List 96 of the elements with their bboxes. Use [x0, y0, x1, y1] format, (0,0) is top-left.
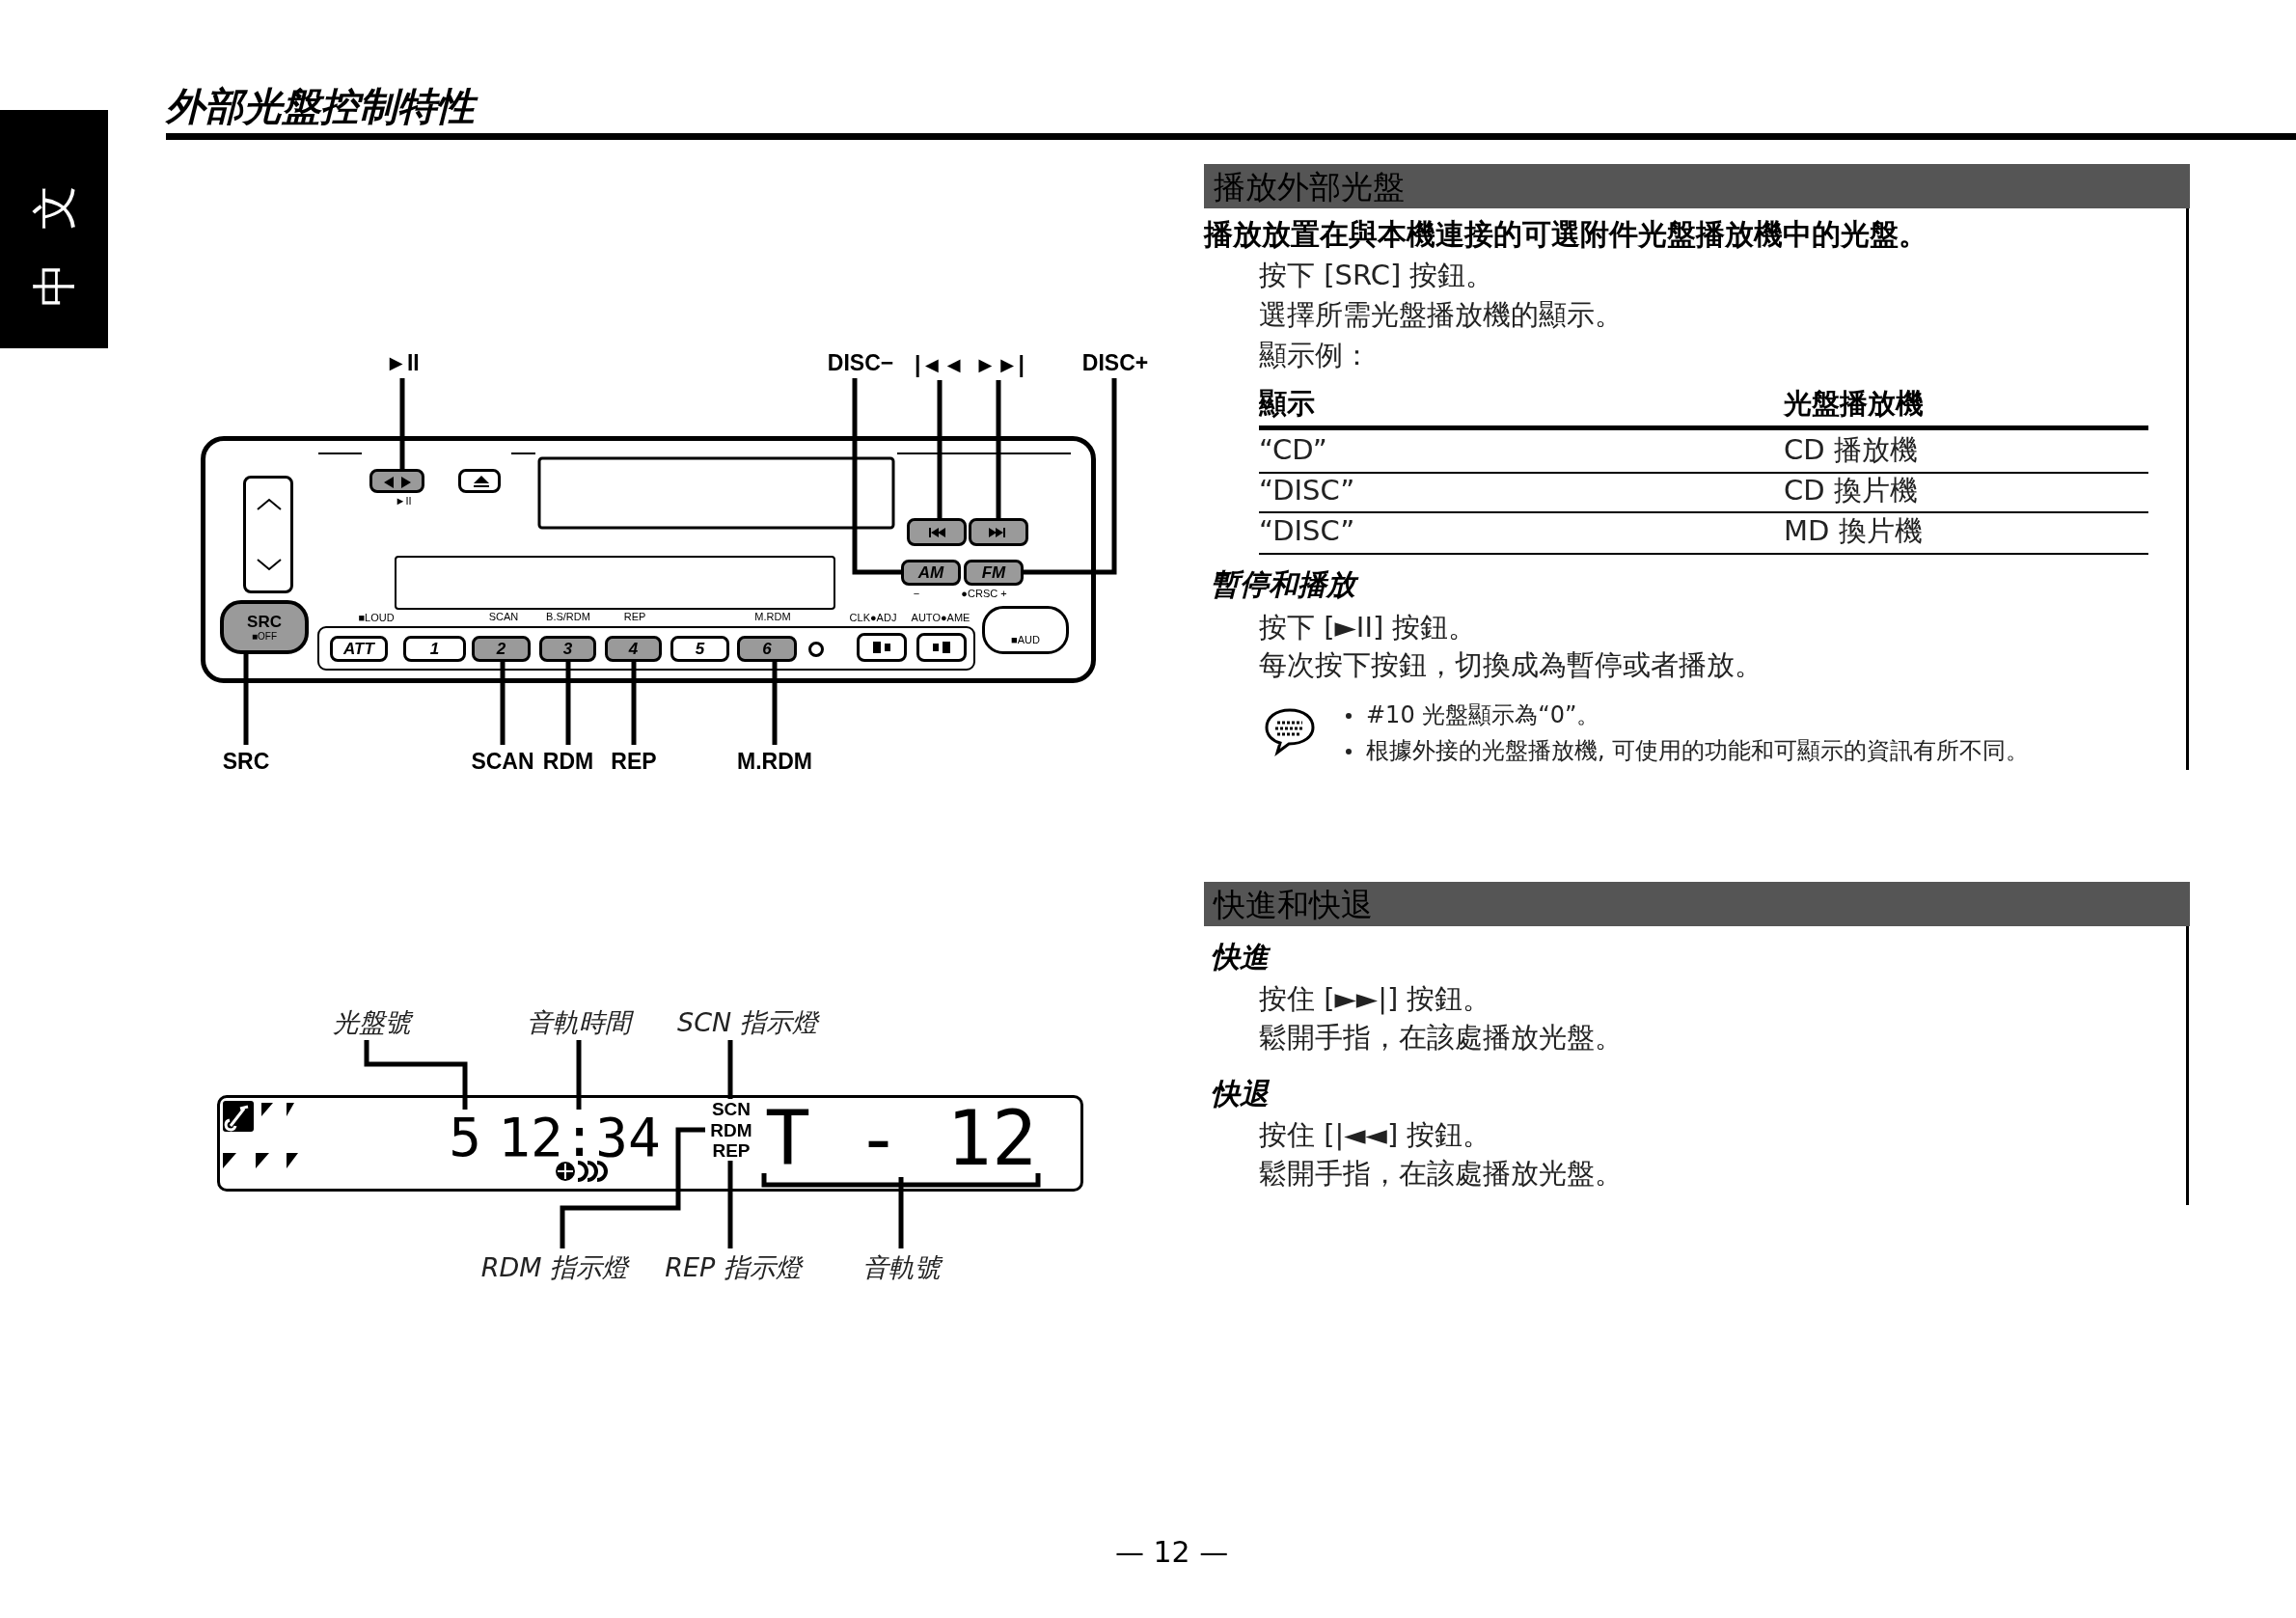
callout-label: M.RDM	[733, 745, 816, 778]
leader-line	[1024, 378, 1117, 575]
section-header: 快進和快退	[1204, 882, 2190, 926]
table-header: 光盤播放機	[1784, 389, 1924, 420]
callout-label: DISC−	[816, 347, 905, 378]
instruction-text: 鬆開手指，在該處播放光盤。	[1259, 1159, 1623, 1190]
callout-label: REP 指示燈	[656, 1248, 810, 1285]
lcd-display	[217, 1095, 1083, 1192]
callout-label: RDM	[538, 745, 598, 778]
table-cell: CD 換片機	[1784, 476, 1918, 507]
button-caption: M.RDM	[753, 612, 792, 624]
note-text: #10 光盤顯示為“0”。	[1366, 702, 1600, 728]
button-caption: −	[912, 589, 921, 601]
leader-line	[576, 1040, 582, 1110]
leader-line	[565, 662, 571, 745]
instruction-text: 按住 [|◄◄] 按鈕。	[1259, 1120, 1491, 1151]
section-header: 播放外部光盤	[1204, 164, 2190, 208]
leader-line	[852, 378, 901, 575]
button-caption: ●CRSC +	[960, 589, 1008, 601]
table-cell: “CD”	[1259, 435, 1327, 466]
callout-label: ►II	[373, 347, 431, 378]
audio-button: ■AUD	[982, 606, 1069, 654]
source-button	[220, 600, 309, 654]
table-cell: CD 播放機	[1784, 435, 1918, 466]
indicator-text: SCN	[707, 1099, 755, 1119]
subheading: 快退	[1211, 1078, 1269, 1110]
leader-line	[937, 380, 943, 518]
track-time: 12:34	[500, 1110, 659, 1166]
leader-line	[727, 1040, 733, 1099]
band-button: AM	[901, 560, 961, 586]
callout-label: 音軌時間	[518, 1003, 640, 1040]
panel-label: ■LOUD	[357, 612, 396, 624]
leader-line	[560, 1127, 705, 1248]
previous-track-button	[907, 518, 967, 546]
intro-sentence: 播放放置在與本機連接的可選附件光盤播放機中的光盤。	[1204, 218, 1927, 250]
next-track-button	[969, 518, 1028, 546]
disc-number: 5	[446, 1110, 484, 1166]
panel-label: AUTO●AME	[910, 612, 971, 624]
instruction-text: 每次按下按鈕，切換成為暫停或者播放。	[1259, 650, 1763, 681]
table-header: 顯示	[1259, 389, 1315, 420]
icon-button	[916, 633, 967, 662]
language-tab: 中文	[0, 110, 108, 348]
callout-label: REP	[605, 745, 663, 778]
preset-button: 1	[403, 636, 466, 662]
button-caption: REP	[622, 612, 647, 624]
leader-line	[772, 662, 778, 745]
table-cell: “DISC”	[1259, 516, 1355, 547]
table-cell: “DISC”	[1259, 476, 1355, 507]
preset-button: 4	[605, 636, 662, 662]
callout-label: DISC+	[1076, 347, 1155, 378]
callout-label: SCAN	[470, 745, 535, 778]
play-pause-button	[369, 469, 424, 493]
button-caption: B.S/RDM	[545, 612, 591, 624]
callout-label: RDM 指示燈	[473, 1248, 637, 1285]
icon-button	[857, 633, 907, 662]
leader-line	[996, 380, 1001, 518]
leader-line	[243, 654, 249, 745]
leader-line	[364, 1040, 468, 1110]
attenuate-button: ATT	[330, 636, 388, 662]
leader-line	[631, 662, 637, 745]
volume-rocker	[243, 476, 293, 593]
round-button	[808, 642, 824, 657]
button-caption: ►II	[394, 496, 413, 508]
table-cell: MD 換片機	[1784, 516, 1923, 547]
eject-button	[458, 469, 501, 493]
callout-label: |◄◄	[911, 349, 969, 380]
button-label: SRC	[247, 613, 282, 630]
instruction-text: 按住 [►►|] 按鈕。	[1259, 984, 1491, 1015]
indicator-text: RDM	[705, 1120, 757, 1140]
panel-label: CLK●ADJ	[848, 612, 898, 624]
callout-label: 音軌號	[853, 1248, 949, 1285]
indicator-text: REP	[707, 1140, 755, 1161]
track-number: T - 12	[762, 1100, 1040, 1177]
preset-button: 3	[539, 636, 596, 662]
button-caption: SCAN	[487, 612, 520, 624]
instruction-text: 按下 [►II] 按鈕。	[1259, 613, 1477, 644]
button-sublabel: ■OFF	[251, 631, 277, 642]
leader-line	[500, 662, 506, 745]
preset-button: 2	[472, 636, 531, 662]
callout-label: SRC	[212, 745, 280, 778]
car-stereo-panel	[201, 436, 1096, 683]
instruction-text: 顯示例：	[1259, 341, 1371, 371]
instruction-text: 鬆開手指，在該處播放光盤。	[1259, 1023, 1623, 1054]
preset-button: 6	[737, 636, 797, 662]
band-button: FM	[964, 560, 1024, 586]
preset-button: 5	[670, 636, 729, 662]
instruction-text: 選擇所需光盤播放機的顯示。	[1259, 300, 1623, 331]
leader-line	[399, 378, 405, 469]
callout-label: ►►|	[970, 349, 1029, 380]
callout-label: SCN 指示燈	[666, 1003, 830, 1040]
leader-line	[727, 1161, 733, 1248]
callout-label: 光盤號	[318, 1003, 424, 1040]
leader-line	[898, 1177, 904, 1248]
page-number: — 12 —	[1115, 1536, 1229, 1568]
instruction-text: 按下 [SRC] 按鈕。	[1259, 261, 1494, 291]
note-text: 根據外接的光盤播放機, 可使用的功能和可顯示的資訊有所不同。	[1366, 738, 2030, 764]
